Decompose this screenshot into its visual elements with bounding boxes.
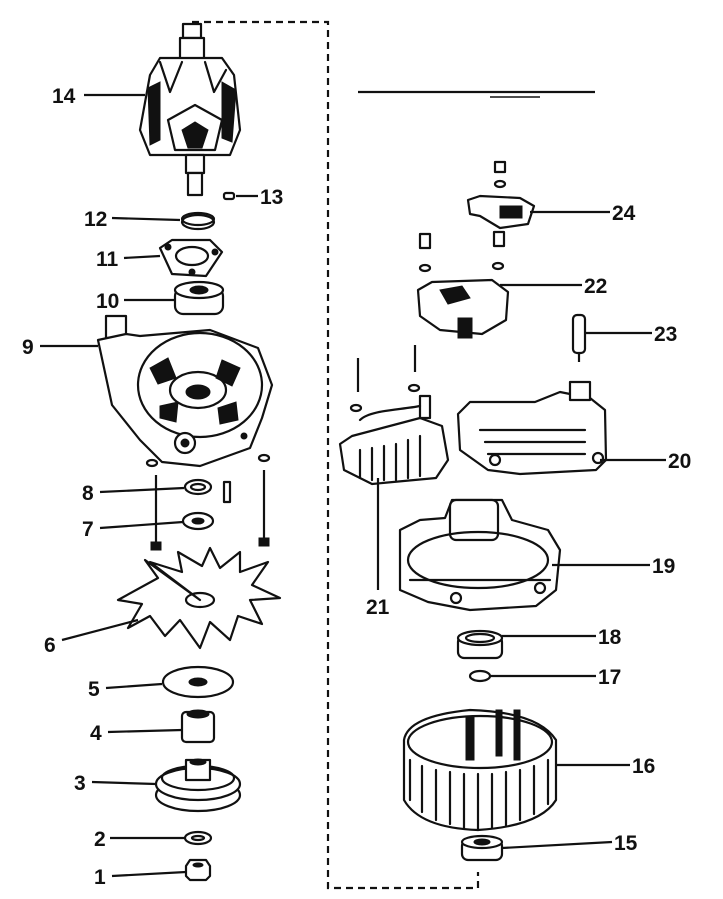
label-20: 20 bbox=[668, 450, 691, 473]
rectifier-part bbox=[338, 345, 450, 486]
label-9: 9 bbox=[22, 336, 34, 359]
terminal-bracket-part bbox=[466, 160, 536, 230]
label-14: 14 bbox=[52, 85, 76, 108]
label-4: 4 bbox=[90, 722, 102, 745]
label-18: 18 bbox=[598, 626, 622, 649]
part-labels: 1 2 3 4 5 6 7 8 9 10 11 12 13 14 15 16 1… bbox=[22, 85, 691, 889]
brush-pin-part bbox=[571, 313, 587, 362]
collar-part bbox=[180, 709, 216, 744]
retainer-plate-part bbox=[158, 238, 224, 278]
o-ring-part bbox=[468, 669, 492, 683]
assembly-dashed-path bbox=[192, 20, 595, 890]
spacer-washer-part bbox=[161, 665, 235, 699]
label-10: 10 bbox=[96, 290, 119, 313]
label-21: 21 bbox=[366, 596, 390, 619]
label-22: 22 bbox=[584, 275, 607, 298]
rear-cover-part bbox=[456, 380, 608, 476]
ring-12-part bbox=[180, 211, 216, 231]
pulley-part bbox=[154, 758, 242, 813]
rotor-part bbox=[138, 22, 242, 197]
label-16: 16 bbox=[632, 755, 655, 778]
bearing-18-part bbox=[456, 629, 504, 660]
label-13: 13 bbox=[260, 186, 283, 209]
bearing-10-part bbox=[173, 280, 225, 316]
label-11: 11 bbox=[96, 248, 119, 271]
label-19: 19 bbox=[652, 555, 675, 578]
through-bolts-part bbox=[145, 453, 271, 551]
leader-lines bbox=[40, 93, 666, 878]
label-2: 2 bbox=[94, 828, 106, 851]
label-5: 5 bbox=[88, 678, 100, 701]
drive-end-housing-part bbox=[96, 314, 274, 468]
label-6: 6 bbox=[44, 634, 56, 657]
fan-part bbox=[116, 546, 282, 650]
regulator-part bbox=[416, 230, 510, 339]
label-1: 1 bbox=[94, 866, 106, 889]
small-bolt-part bbox=[222, 480, 232, 504]
label-12: 12 bbox=[84, 208, 107, 231]
label-23: 23 bbox=[654, 323, 677, 346]
bearing-15-part bbox=[460, 834, 504, 862]
label-8: 8 bbox=[82, 482, 94, 505]
washer-8-part bbox=[183, 478, 213, 496]
washer-7-part bbox=[181, 511, 215, 531]
label-3: 3 bbox=[74, 772, 86, 795]
label-7: 7 bbox=[82, 518, 94, 541]
label-24: 24 bbox=[612, 202, 636, 225]
washer-13-part bbox=[222, 191, 236, 201]
rear-housing-part bbox=[398, 498, 562, 612]
stator-part bbox=[402, 708, 558, 832]
label-15: 15 bbox=[614, 832, 638, 855]
washer-2-part bbox=[183, 830, 213, 846]
nut-part bbox=[184, 858, 212, 882]
label-17: 17 bbox=[598, 666, 621, 689]
